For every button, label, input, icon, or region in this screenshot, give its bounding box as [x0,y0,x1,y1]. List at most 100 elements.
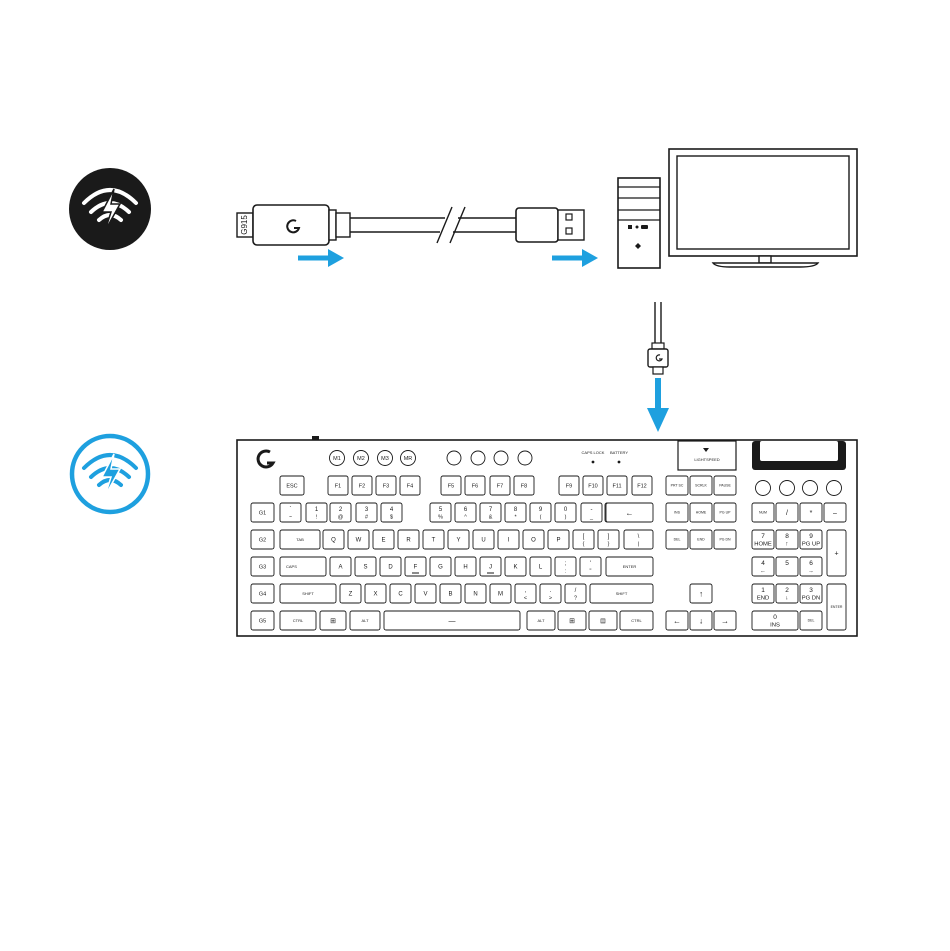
bluetooth-icon[interactable] [470,450,486,466]
key-tab[interactable]: TAB [279,529,321,550]
key-arrow-left[interactable]: ← [665,610,689,631]
key-del[interactable]: DEL [665,529,689,550]
key-num-2[interactable]: 2@ [329,502,352,523]
key-f9[interactable]: F9 [558,475,580,496]
key-u[interactable]: U [472,529,495,550]
key-a[interactable]: A [329,556,352,577]
key-home[interactable]: HOME [689,502,713,523]
key-num-11[interactable]: -_ [580,502,603,523]
key-b[interactable]: B [439,583,462,604]
key-alt-right[interactable]: ALT [526,610,556,631]
key-numpad-top-2[interactable]: * [799,502,823,523]
key-shift-right[interactable]: SHIFT [589,583,654,604]
key-arrow-right[interactable]: → [713,610,737,631]
mute-icon[interactable] [826,480,842,496]
key-j[interactable]: J [479,556,502,577]
key-arrow-down[interactable]: ↓ [689,610,713,631]
key-punct-2[interactable]: /? [564,583,587,604]
key-num-3[interactable]: 3# [355,502,378,523]
key-f11[interactable]: F11 [606,475,628,496]
key-g2[interactable]: G2 [250,529,275,550]
key-m[interactable]: M [489,583,512,604]
key-f7[interactable]: F7 [489,475,511,496]
key-numpad-top-1[interactable]: / [775,502,799,523]
key-o[interactable]: O [522,529,545,550]
key-semi-1[interactable]: '" [579,556,602,577]
key-numpad-9[interactable]: 9PG UP [799,529,823,550]
key-f12[interactable]: F12 [631,475,653,496]
key-numpad-del[interactable]: DEL [799,610,823,631]
key-c[interactable]: C [389,583,412,604]
key-v[interactable]: V [414,583,437,604]
key-ctrl-right[interactable]: CTRL [619,610,654,631]
key-semi-0[interactable]: ;: [554,556,577,577]
key-numpad-plus[interactable]: + [826,529,847,577]
key-f8[interactable]: F8 [513,475,535,496]
key-numpad-6[interactable]: 6→ [799,556,823,577]
brightness-icon[interactable] [517,450,533,466]
key-win-left[interactable]: ⊞ [319,610,347,631]
key-num-5[interactable]: 5% [429,502,452,523]
key-prt-sc[interactable]: PRT SC [665,475,689,496]
key-g3[interactable]: G3 [250,556,275,577]
key-y[interactable]: Y [447,529,470,550]
key-r[interactable]: R [397,529,420,550]
key-arrow-up[interactable]: ↑ [689,583,713,604]
key-backslash[interactable]: \| [623,529,654,550]
key-numpad-4[interactable]: 4← [751,556,775,577]
key-n[interactable]: N [464,583,487,604]
macro-key-m2[interactable]: M2 [353,450,369,466]
key-menu[interactable]: ▤ [588,610,618,631]
key-d[interactable]: D [379,556,402,577]
key-alt-left[interactable]: ALT [349,610,381,631]
key-q[interactable]: Q [322,529,345,550]
key-numpad-top-0[interactable]: NUM [751,502,775,523]
key-z[interactable]: Z [339,583,362,604]
key-numpad-2[interactable]: 2↓ [775,583,799,604]
lighting-icon[interactable] [446,450,462,466]
key-pg-up[interactable]: PG UP [713,502,737,523]
key-ins[interactable]: INS [665,502,689,523]
key-end[interactable]: END [689,529,713,550]
key-enter[interactable]: ENTER [605,556,654,577]
key-scrlk[interactable]: SCRLK [689,475,713,496]
key-num-0[interactable]: `~ [279,502,302,523]
key-i[interactable]: I [497,529,520,550]
key-t[interactable]: T [422,529,445,550]
key-g1[interactable]: G1 [250,502,275,523]
key-num-7[interactable]: 7& [479,502,502,523]
key-f6[interactable]: F6 [464,475,486,496]
key-ctrl-left[interactable]: CTRL [279,610,317,631]
game-mode-icon[interactable] [493,450,509,466]
next-track-icon[interactable] [802,480,818,496]
key-f1[interactable]: F1 [327,475,349,496]
key-f5[interactable]: F5 [440,475,462,496]
key-num-10[interactable]: 0) [554,502,577,523]
key-bracket-1[interactable]: ]} [597,529,620,550]
key-numpad-8[interactable]: 8↑ [775,529,799,550]
key-backspace[interactable]: ← [605,502,654,523]
key-punct-0[interactable]: ,< [514,583,537,604]
play-pause-icon[interactable] [779,480,795,496]
key-num-1[interactable]: 1! [305,502,328,523]
macro-key-m3[interactable]: M3 [377,450,393,466]
key-g[interactable]: G [429,556,452,577]
key-f[interactable]: F [404,556,427,577]
key-num-4[interactable]: 4$ [380,502,403,523]
key-caps[interactable]: CAPS [279,556,327,577]
key-num-6[interactable]: 6^ [454,502,477,523]
key-punct-1[interactable]: .> [539,583,562,604]
key-win-right[interactable]: ⊞ [557,610,587,631]
prev-track-icon[interactable] [755,480,771,496]
key-f10[interactable]: F10 [582,475,604,496]
key-shift-left[interactable]: SHIFT [279,583,337,604]
key-bracket-0[interactable]: [{ [572,529,595,550]
key-s[interactable]: S [354,556,377,577]
key-pause[interactable]: PAUSE [713,475,737,496]
key-g4[interactable]: G4 [250,583,275,604]
key-numpad-3[interactable]: 3PG DN [799,583,823,604]
macro-key-mr[interactable]: MR [400,450,416,466]
